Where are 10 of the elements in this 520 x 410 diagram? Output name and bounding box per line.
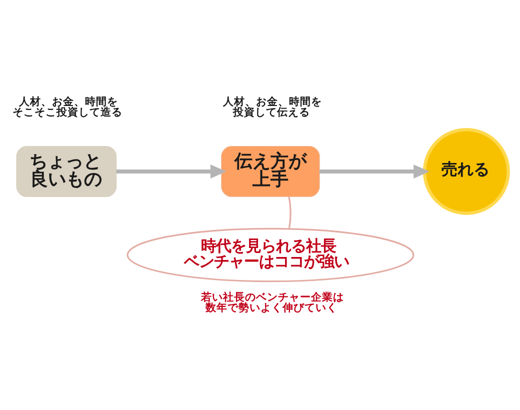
label: 若い社長のベンチャー企業は数年で勢いよく伸びていく <box>200 290 344 314</box>
node-label: 人材、お金、時間を投資して伝える <box>223 95 322 118</box>
node-label: 人材、お金、時間をそこそこ投資して造る <box>12 95 123 118</box>
arrow <box>319 164 430 178</box>
arrow <box>116 164 226 178</box>
connector <box>288 196 292 228</box>
node-box: 伝え方が上手 <box>221 145 320 196</box>
node-circle: 売れる <box>422 127 510 214</box>
node-box: ちょっと良いもの <box>16 145 117 196</box>
node-ellipse: 時代を見られる社長ベンチャーはココが強い <box>126 227 414 282</box>
